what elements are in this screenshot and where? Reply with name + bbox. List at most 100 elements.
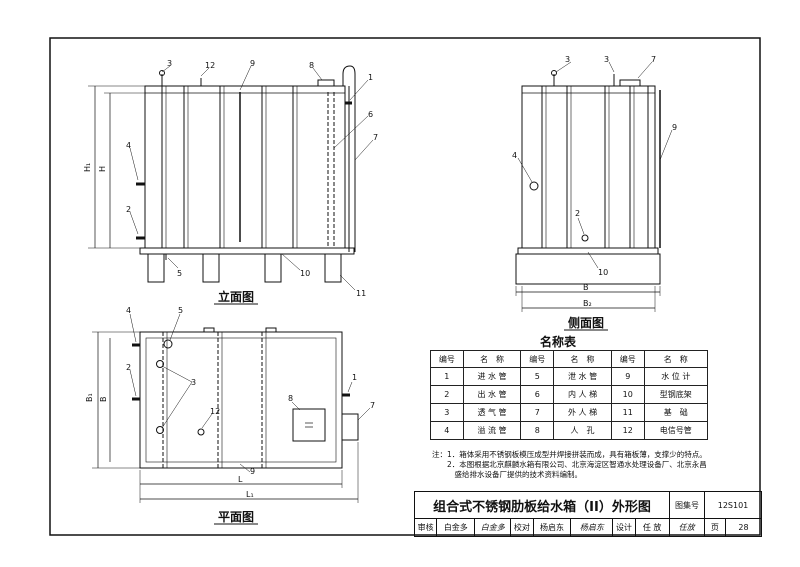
table-header: 名 称 bbox=[643, 350, 709, 368]
callout-label: 1 bbox=[352, 373, 357, 382]
atlas-number: 12S101 bbox=[705, 492, 761, 519]
table-header: 编号 bbox=[520, 350, 555, 368]
table-cell: 内 人 梯 bbox=[553, 385, 612, 404]
dim-h: H bbox=[98, 166, 107, 172]
dim-b: B bbox=[583, 283, 589, 292]
callout-label: 11 bbox=[356, 289, 366, 298]
table-cell: 6 bbox=[520, 385, 555, 404]
table-cell: 泄 水 管 bbox=[553, 367, 612, 386]
callout-label: 9 bbox=[672, 123, 677, 132]
callout-label: 7 bbox=[370, 401, 375, 410]
plan-title: 平面图 bbox=[218, 510, 254, 524]
callout-label: 12 bbox=[205, 61, 215, 70]
plan-view bbox=[92, 313, 371, 503]
designer-name: 任 放 bbox=[636, 519, 670, 536]
table-cell: 9 bbox=[610, 367, 645, 386]
reviewer-name: 白金多 bbox=[437, 519, 476, 536]
signature-row: 审核 白金多 白金多 校对 杨启东 杨启东 设计 任 放 任放 页 28 bbox=[415, 519, 761, 536]
callout-label: 12 bbox=[210, 407, 220, 416]
elevation-title: 立面图 bbox=[218, 289, 254, 304]
name-table-title: 名称表 bbox=[540, 335, 577, 349]
callout-label: 2 bbox=[575, 209, 580, 218]
callout-label: 4 bbox=[512, 151, 517, 160]
table-cell: 3 bbox=[430, 403, 464, 422]
callout-label: 3 bbox=[604, 55, 609, 64]
callout-label: 3 bbox=[565, 55, 570, 64]
table-cell: 溢 流 管 bbox=[462, 421, 522, 440]
callout-label: 1 bbox=[368, 73, 373, 82]
table-cell: 8 bbox=[520, 421, 555, 440]
table-cell: 5 bbox=[520, 367, 555, 386]
name-table: 编号 名 称 编号 名 称 编号 名 称 1 进 水 管 5 泄 水 管 9 水… bbox=[430, 350, 709, 440]
dim-b1: B₁ bbox=[85, 393, 94, 402]
table-cell: 10 bbox=[610, 385, 645, 404]
table-row: 4 溢 流 管 8 人 孔 12 电信号管 bbox=[430, 421, 709, 440]
note-line: 盛给排水设备厂提供的技术资料编制。 bbox=[432, 470, 582, 479]
table-cell: 12 bbox=[610, 421, 645, 440]
note-line: 注：1．箱体采用不锈钢板模压成型并焊接拼装而成，具有箱板薄，支撑少的特点。 bbox=[432, 450, 707, 459]
table-header: 编号 bbox=[610, 350, 645, 368]
callout-label: 6 bbox=[368, 110, 373, 119]
callout-label: 4 bbox=[126, 141, 131, 150]
table-header: 编号 bbox=[430, 350, 464, 368]
table-row: 2 出 水 管 6 内 人 梯 10 型钢底架 bbox=[430, 385, 709, 404]
table-cell: 电信号管 bbox=[643, 421, 709, 440]
dim-b-plan: B bbox=[99, 397, 108, 403]
table-cell: 人 孔 bbox=[553, 421, 612, 440]
dim-l1: L₁ bbox=[246, 490, 254, 499]
table-cell: 进 水 管 bbox=[462, 367, 522, 386]
table-row: 3 透 气 管 7 外 人 梯 11 基 础 bbox=[430, 403, 709, 422]
plan-labels: 4 5 3 2 12 8 1 7 9 L L₁ B₁ B 平面图 bbox=[85, 306, 375, 525]
callout-label: 7 bbox=[373, 133, 378, 142]
callout-label: 10 bbox=[300, 269, 310, 278]
table-cell: 基 础 bbox=[643, 403, 709, 422]
table-cell: 7 bbox=[520, 403, 555, 422]
callout-label: 8 bbox=[309, 61, 314, 70]
dim-b2: B₂ bbox=[583, 299, 592, 308]
checker-signature: 杨启东 bbox=[571, 519, 614, 536]
table-header: 名 称 bbox=[553, 350, 612, 368]
note-line: 2．本图根据北京麒麟水箱有限公司、北京海淀区智通水处理设备厂、北京永昌 bbox=[432, 460, 707, 469]
side-labels: 3 3 7 9 4 2 10 B B₂ 侧面图 bbox=[512, 55, 677, 331]
check-label: 校对 bbox=[511, 519, 534, 536]
notes: 注：1．箱体采用不锈钢板模压成型并焊接拼装而成，具有箱板薄，支撑少的特点。 2．… bbox=[432, 450, 732, 480]
table-cell: 1 bbox=[430, 367, 464, 386]
callout-label: 5 bbox=[178, 306, 183, 315]
table-header: 名 称 bbox=[462, 350, 522, 368]
designer-signature: 任放 bbox=[670, 519, 705, 536]
title-block: 组合式不锈钢肋板给水箱（II）外形图 图集号 12S101 审核 白金多 白金多… bbox=[414, 491, 762, 537]
front-elevation bbox=[88, 65, 374, 291]
table-cell: 4 bbox=[430, 421, 464, 440]
table-cell: 外 人 梯 bbox=[553, 403, 612, 422]
callout-label: 9 bbox=[250, 467, 255, 476]
table-cell: 水 位 计 bbox=[643, 367, 709, 386]
table-cell: 11 bbox=[610, 403, 645, 422]
dim-h1: H₁ bbox=[83, 163, 92, 172]
callout-label: 9 bbox=[250, 59, 255, 68]
table-header-row: 编号 名 称 编号 名 称 编号 名 称 bbox=[430, 350, 709, 368]
callout-label: 5 bbox=[177, 269, 182, 278]
design-label: 设计 bbox=[613, 519, 636, 536]
callout-label: 3 bbox=[167, 59, 172, 68]
checker-name: 杨启东 bbox=[534, 519, 572, 536]
side-elevation bbox=[515, 61, 673, 312]
dim-l: L bbox=[238, 475, 243, 484]
drawing-title: 组合式不锈钢肋板给水箱（II）外形图 bbox=[415, 492, 670, 519]
callout-label: 2 bbox=[126, 205, 131, 214]
table-cell: 出 水 管 bbox=[462, 385, 522, 404]
callout-label: 3 bbox=[191, 378, 196, 387]
sheet-border bbox=[49, 37, 761, 536]
table-cell: 2 bbox=[430, 385, 464, 404]
reviewer-signature: 白金多 bbox=[475, 519, 512, 536]
table-cell: 透 气 管 bbox=[462, 403, 522, 422]
callout-label: 8 bbox=[288, 394, 293, 403]
table-cell: 型钢底架 bbox=[643, 385, 709, 404]
review-label: 审核 bbox=[415, 519, 438, 536]
callout-label: 10 bbox=[598, 268, 608, 277]
page-label: 页 bbox=[705, 519, 727, 536]
front-labels: 3 12 9 8 1 6 7 4 2 5 10 11 H₁ H 立面图 bbox=[83, 59, 378, 305]
atlas-label: 图集号 bbox=[670, 492, 705, 519]
callout-label: 7 bbox=[651, 55, 656, 64]
page-number: 28 bbox=[738, 523, 749, 532]
callout-label: 4 bbox=[126, 306, 131, 315]
